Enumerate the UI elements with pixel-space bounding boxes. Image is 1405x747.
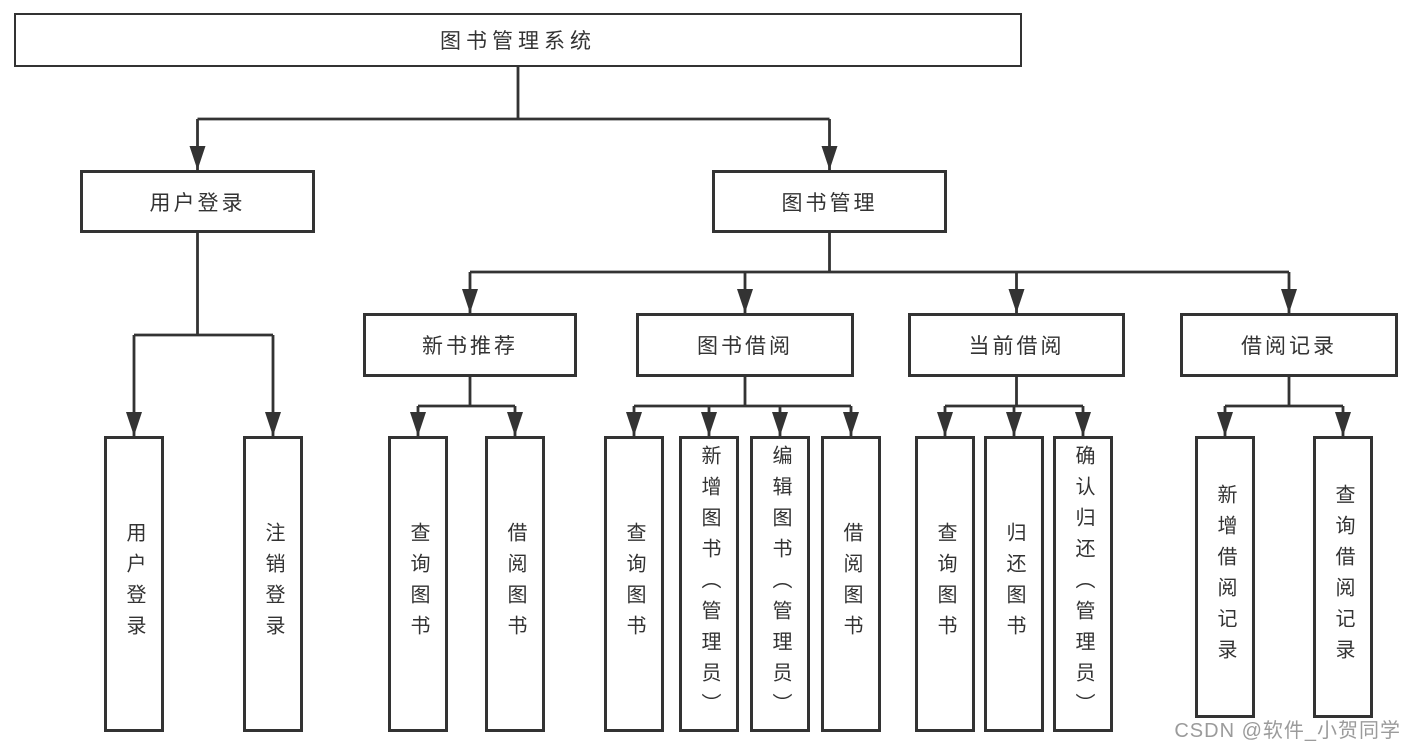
leaf-add-book-admin: 新增图书（管理员）: [679, 436, 739, 732]
arrow-down-icon: [126, 412, 142, 436]
node-current-borrow-label: 当前借阅: [968, 335, 1065, 358]
leaf-query-books-borrow: 查询图书: [604, 436, 664, 732]
leaf-edit-book-admin: 编辑图书（管理员）: [750, 436, 810, 732]
arrow-down-icon: [1006, 412, 1022, 436]
arrow-down-icon: [265, 412, 281, 436]
leaf-add-book-admin-label: 新增图书（管理员）: [698, 444, 720, 724]
leaf-query-books-recommend: 查询图书: [388, 436, 448, 732]
node-book-management-label: 图书管理: [781, 191, 878, 215]
leaf-query-borrow-record: 查询借阅记录: [1313, 436, 1373, 718]
leaf-edit-book-admin-label: 编辑图书（管理员）: [769, 444, 791, 724]
leaf-confirm-return-admin: 确认归还（管理员）: [1053, 436, 1113, 732]
node-user-login-label: 用户登录: [149, 191, 246, 215]
node-root-label: 图书管理系统: [440, 30, 596, 53]
node-new-book-recommend-label: 新书推荐: [422, 335, 518, 358]
leaf-confirm-return-admin-label: 确认归还（管理员）: [1072, 444, 1094, 724]
leaf-query-books-current-label: 查询图书: [934, 522, 956, 646]
connector-current-borrow-split: [937, 377, 1091, 436]
leaf-return-book: 归还图书: [984, 436, 1044, 732]
arrow-down-icon: [843, 412, 859, 436]
leaf-query-books-current: 查询图书: [915, 436, 975, 732]
connector-user-login-split: [126, 233, 281, 436]
leaf-return-book-label: 归还图书: [1003, 522, 1025, 646]
leaf-borrow-books-label: 借阅图书: [840, 522, 862, 646]
leaf-logout-label: 注销登录: [262, 522, 284, 646]
arrow-down-icon: [1008, 289, 1025, 313]
leaf-add-borrow-record-label: 新增借阅记录: [1214, 484, 1236, 670]
arrow-down-icon: [937, 412, 953, 436]
leaf-borrow-books-recommend-label: 借阅图书: [504, 522, 526, 646]
csdn-watermark: CSDN @软件_小贺同学: [1174, 720, 1401, 742]
node-borrow-records: 借阅记录: [1180, 313, 1398, 377]
arrow-down-icon: [737, 289, 753, 313]
leaf-query-books-borrow-label: 查询图书: [623, 522, 645, 646]
arrow-down-icon: [772, 412, 788, 436]
arrow-down-icon: [410, 412, 426, 436]
connector-book-borrow-split: [626, 377, 859, 436]
connector-book-management-split: [462, 233, 1297, 313]
node-book-borrow-label: 图书借阅: [697, 335, 793, 358]
arrow-down-icon: [462, 289, 478, 313]
leaf-query-books-recommend-label: 查询图书: [407, 522, 429, 646]
leaf-borrow-books-recommend: 借阅图书: [485, 436, 545, 732]
leaf-logout: 注销登录: [243, 436, 303, 732]
connector-borrow-records-split: [1217, 377, 1351, 436]
arrow-down-icon: [1217, 412, 1233, 436]
node-borrow-records-label: 借阅记录: [1241, 335, 1337, 358]
leaf-user-login: 用户登录: [104, 436, 164, 732]
arrow-down-icon: [701, 412, 717, 436]
arrow-down-icon: [1281, 289, 1297, 313]
node-root: 图书管理系统: [14, 13, 1022, 67]
leaf-query-borrow-record-label: 查询借阅记录: [1332, 484, 1354, 670]
arrow-down-icon: [821, 146, 838, 170]
node-user-login: 用户登录: [80, 170, 315, 233]
leaf-user-login-label: 用户登录: [123, 522, 145, 646]
node-book-borrow: 图书借阅: [636, 313, 854, 377]
leaf-borrow-books: 借阅图书: [821, 436, 881, 732]
node-new-book-recommend: 新书推荐: [363, 313, 577, 377]
arrow-down-icon: [507, 412, 523, 436]
arrow-down-icon: [1335, 412, 1351, 436]
leaf-add-borrow-record: 新增借阅记录: [1195, 436, 1255, 718]
arrow-down-icon: [1075, 412, 1091, 436]
node-current-borrow: 当前借阅: [908, 313, 1125, 377]
arrow-down-icon: [626, 412, 642, 436]
connector-root-split: [189, 67, 838, 170]
arrow-down-icon: [189, 146, 206, 170]
connector-new-book-split: [410, 377, 523, 436]
node-book-management: 图书管理: [712, 170, 947, 233]
